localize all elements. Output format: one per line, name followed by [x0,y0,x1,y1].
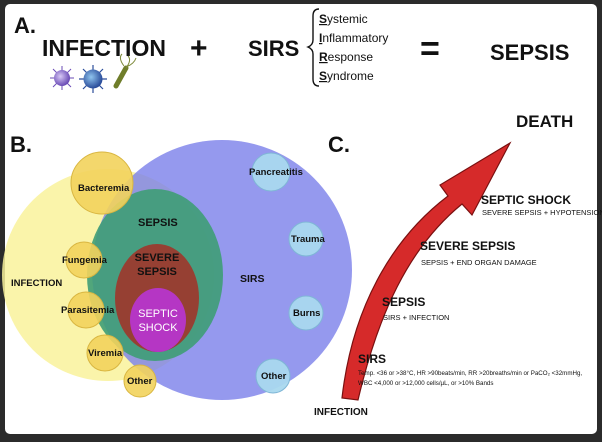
infection-other-label: Other [127,376,153,387]
equals-sign: = [420,30,440,68]
burns-label: Burns [293,308,320,319]
sepsis-stage-definition: SIRS + INFECTION [383,313,449,322]
burns-subset [288,295,324,331]
septic-shock-stage-title: SEPTIC SHOCK [481,193,571,207]
sirs-term: Response [319,50,373,64]
fungemia-label: Fungemia [62,255,108,266]
infection-label: INFECTION [11,278,62,289]
sirs-other-subset [255,358,291,394]
parasitemia-subset [67,291,105,329]
septic-shock-stage-definition: SEVERE SEPSIS + HYPOTENSION [482,208,602,217]
sirs-term: Inflammatory [319,31,388,45]
panel-c-letter: C. [328,132,350,157]
sirs-criteria-line-1: Temp. <36 or >38°C, HR >90beats/min, RR … [358,370,582,377]
parasitemia-label: Parasitemia [61,305,115,316]
trauma-label: Trauma [291,234,326,245]
equation-infection: INFECTION [42,35,166,61]
virus-icon [79,65,107,93]
virus-icon [50,66,74,90]
sirs-label: SIRS [240,273,265,285]
equation-sirs: SIRS [248,36,299,61]
sirs-brace [306,8,320,87]
viremia-label: Viremia [88,348,123,359]
sirs-other-label: Other [261,371,287,382]
panel-c: C. DEATH SEPTIC SHOCK SEVERE SEPSIS + HY… [314,112,602,418]
panel-a-letter: A. [14,13,36,38]
progression-arrow [341,141,512,401]
pancreatitis-label: Pancreatitis [249,167,303,178]
trauma-subset [288,221,324,257]
bacteremia-subset [70,151,134,215]
panel-b-letter: B. [10,132,32,157]
bacterium-icon [113,53,137,89]
infection-start-label: INFECTION [314,407,368,418]
severe-sepsis-stage-title: SEVERE SEPSIS [420,239,515,253]
sepsis-label: SEPSIS [138,217,178,229]
bacteremia-label: Bacteremia [78,183,130,194]
fungemia-subset [65,241,103,279]
sirs-criteria-line-2: WBC <4,000 or >12,000 cells/µL, or >10% … [358,380,493,387]
severe-sepsis-stage-definition: SEPSIS + END ORGAN DAMAGE [421,258,537,267]
sirs-term: Syndrome [319,69,374,83]
pancreatitis-subset [251,152,291,192]
sirs-acronym-list: Systemic Inflammatory Response Syndrome [319,12,388,83]
infection-other-subset [123,364,157,398]
equation-sepsis: SEPSIS [490,40,569,65]
sirs-stage-title: SIRS [358,352,386,366]
sepsis-stage-title: SEPSIS [382,295,425,309]
death-label: DEATH [516,112,573,131]
panel-a: A. INFECTION + SIRS Systemic Inflammator… [14,8,569,93]
sirs-term: Systemic [319,12,368,26]
plus-sign: + [190,32,208,65]
septic-shock-set [130,288,186,352]
viremia-subset [86,334,124,372]
